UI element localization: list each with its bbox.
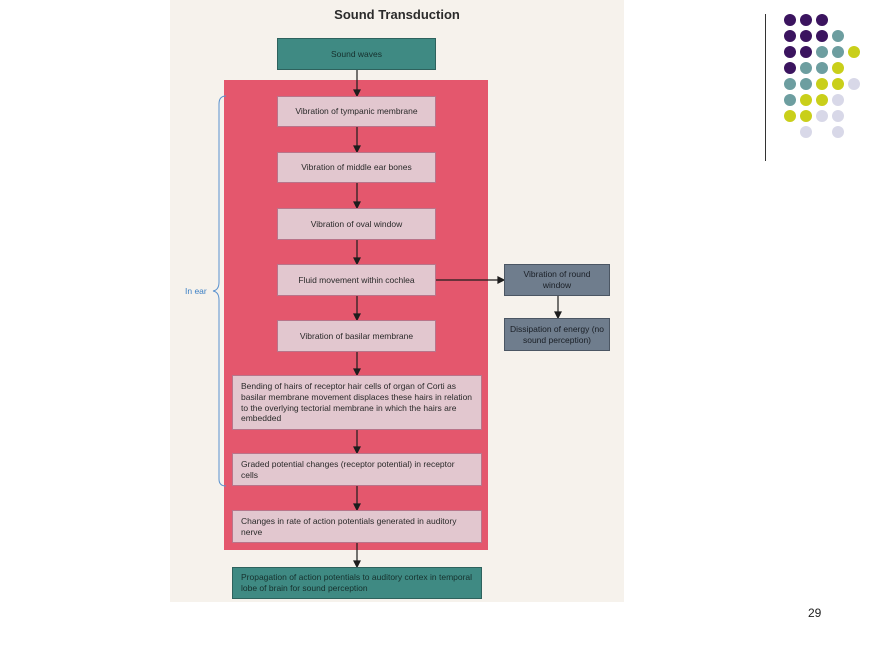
decor-dot bbox=[848, 46, 860, 58]
step-cochlea-fluid: Fluid movement within cochlea bbox=[277, 264, 436, 296]
step-middle-ear-bones: Vibration of middle ear bones bbox=[277, 152, 436, 183]
step-label: Sound waves bbox=[330, 48, 383, 59]
diagram-title: Sound Transduction bbox=[334, 7, 460, 22]
page-number: 29 bbox=[808, 606, 822, 620]
diagram-image: Sound Transduction Sound waves Vibration… bbox=[170, 0, 624, 602]
step-label: Graded potential changes (receptor poten… bbox=[241, 458, 455, 480]
decor-dot bbox=[816, 62, 828, 74]
in-ear-brace bbox=[212, 95, 227, 487]
decor-dot bbox=[816, 30, 828, 42]
step-label: Changes in rate of action potentials gen… bbox=[241, 515, 457, 537]
decor-dot bbox=[816, 46, 828, 58]
step-label: Vibration of oval window bbox=[310, 218, 403, 229]
brace-label: In ear bbox=[185, 286, 207, 296]
decor-dot bbox=[832, 78, 844, 90]
decor-dot bbox=[832, 110, 844, 122]
decor-dot bbox=[800, 126, 812, 138]
decor-dot bbox=[784, 62, 796, 74]
side-step-dissipation: Dissipation of energy (no sound percepti… bbox=[504, 318, 610, 351]
step-receptor-potential: Graded potential changes (receptor poten… bbox=[232, 453, 482, 486]
decor-dot bbox=[784, 110, 796, 122]
step-auditory-nerve: Changes in rate of action potentials gen… bbox=[232, 510, 482, 543]
decor-dot bbox=[800, 62, 812, 74]
step-tympanic-membrane: Vibration of tympanic membrane bbox=[277, 96, 436, 127]
decor-dot bbox=[784, 14, 796, 26]
decor-dot bbox=[816, 110, 828, 122]
decor-dot bbox=[800, 14, 812, 26]
step-oval-window: Vibration of oval window bbox=[277, 208, 436, 240]
decor-dot bbox=[832, 46, 844, 58]
decor-dot bbox=[816, 78, 828, 90]
decor-dot bbox=[800, 30, 812, 42]
step-auditory-cortex: Propagation of action potentials to audi… bbox=[232, 567, 482, 599]
decor-dot bbox=[832, 30, 844, 42]
step-label: Vibration of basilar membrane bbox=[299, 330, 414, 341]
side-step-label: Vibration of round window bbox=[523, 269, 591, 290]
decor-dot bbox=[816, 14, 828, 26]
step-label: Bending of hairs of receptor hair cells … bbox=[241, 381, 473, 424]
decor-dot bbox=[832, 126, 844, 138]
decor-dot bbox=[784, 46, 796, 58]
decor-dot bbox=[800, 78, 812, 90]
step-label: Vibration of tympanic membrane bbox=[295, 106, 418, 117]
decor-dot bbox=[800, 110, 812, 122]
decor-dot bbox=[800, 94, 812, 106]
decor-dot bbox=[784, 30, 796, 42]
step-hair-cells: Bending of hairs of receptor hair cells … bbox=[232, 375, 482, 430]
step-basilar-membrane: Vibration of basilar membrane bbox=[277, 320, 436, 352]
decor-dot bbox=[784, 78, 796, 90]
side-step-round-window: Vibration of round window bbox=[504, 264, 610, 296]
decor-divider bbox=[765, 14, 766, 161]
decor-dot bbox=[848, 78, 860, 90]
decor-dot bbox=[784, 94, 796, 106]
step-label: Vibration of middle ear bones bbox=[301, 162, 412, 173]
step-label: Fluid movement within cochlea bbox=[298, 274, 415, 285]
flow-connectors bbox=[212, 70, 562, 569]
step-sound-waves: Sound waves bbox=[277, 38, 436, 70]
decor-dot bbox=[800, 46, 812, 58]
decor-dot bbox=[832, 62, 844, 74]
side-step-label: Dissipation of energy (no sound percepti… bbox=[509, 323, 605, 345]
step-label: Propagation of action potentials to audi… bbox=[241, 572, 473, 593]
decor-dot bbox=[816, 94, 828, 106]
decor-dot bbox=[832, 94, 844, 106]
